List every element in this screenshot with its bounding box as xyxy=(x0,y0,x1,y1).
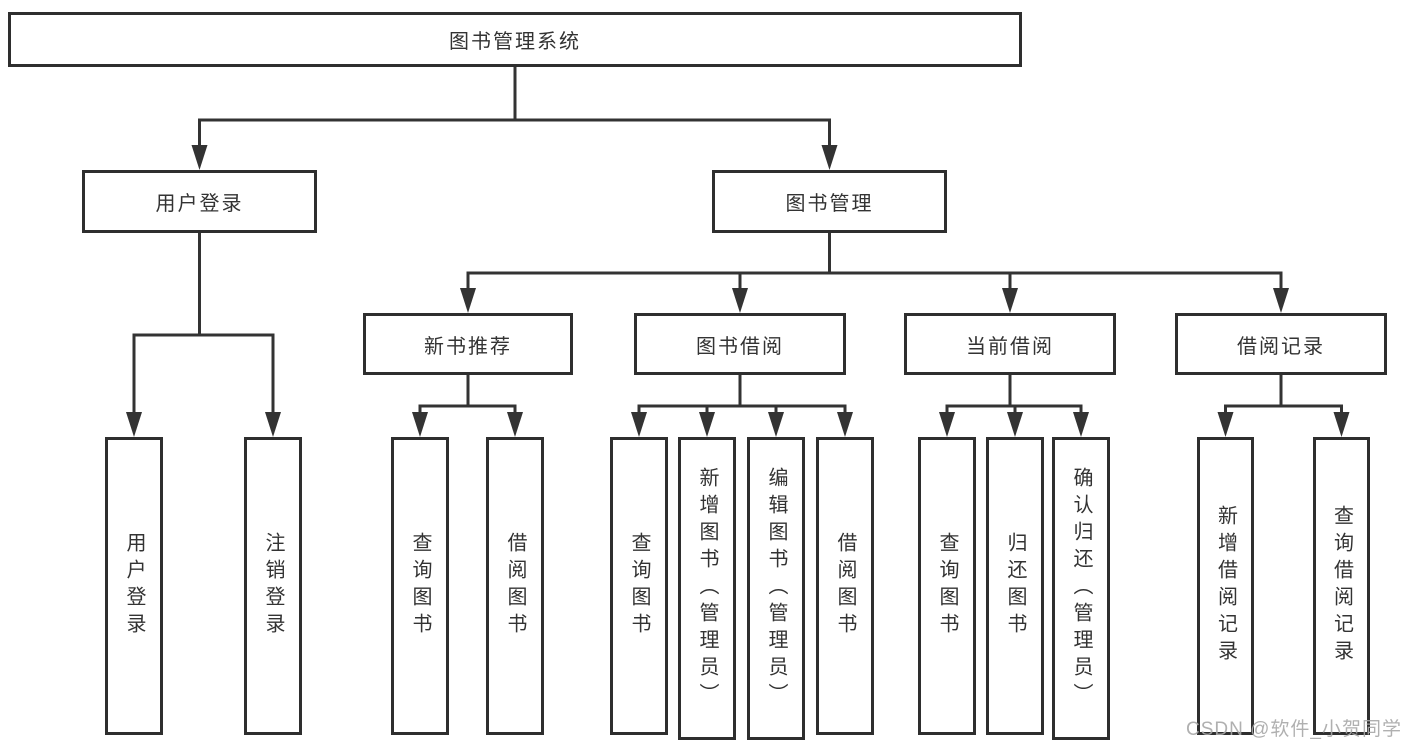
node-nbr-query: 查询图书 xyxy=(391,437,449,735)
node-label: 编辑图书（管理员） xyxy=(765,467,787,710)
node-br-query: 查询借阅记录 xyxy=(1313,437,1370,735)
node-label: 图书借阅 xyxy=(696,335,784,358)
arrow-down-icon xyxy=(1273,288,1289,313)
arrow-down-icon xyxy=(460,288,476,313)
arrow-down-icon xyxy=(732,288,748,313)
node-label: 新书推荐 xyxy=(424,335,512,358)
node-label: 注销登录 xyxy=(262,532,284,640)
node-label: 当前借阅 xyxy=(966,335,1054,358)
arrow-down-icon xyxy=(1333,412,1350,437)
node-label: 借阅图书 xyxy=(504,532,526,640)
node-root: 图书管理系统 xyxy=(8,12,1022,67)
arrow-down-icon xyxy=(126,412,142,437)
arrow-down-icon xyxy=(768,412,784,437)
arrow-down-icon xyxy=(699,412,715,437)
node-cb-confirm: 确认归还（管理员） xyxy=(1052,437,1110,740)
arrow-down-icon xyxy=(1002,288,1018,313)
arrow-down-icon xyxy=(412,412,428,437)
node-label: 确认归还（管理员） xyxy=(1070,467,1092,710)
node-label: 图书管理 xyxy=(785,193,874,215)
node-bb-borrow: 借阅图书 xyxy=(816,437,874,735)
node-leaf-login: 用户登录 xyxy=(105,437,163,735)
node-bb-query: 查询图书 xyxy=(610,437,668,735)
node-label: 新增图书（管理员） xyxy=(696,467,718,710)
node-label: 图书管理系统 xyxy=(449,31,581,53)
node-label: 查询图书 xyxy=(628,532,650,640)
arrow-down-icon xyxy=(1217,412,1234,437)
arrow-down-icon xyxy=(631,412,647,437)
node-cb-return: 归还图书 xyxy=(986,437,1044,735)
arrow-down-icon xyxy=(1073,412,1089,437)
node-book-mgmt: 图书管理 xyxy=(712,170,947,233)
node-label: 归还图书 xyxy=(1004,532,1026,640)
arrow-down-icon xyxy=(837,412,853,437)
node-book-borrow: 图书借阅 xyxy=(634,313,846,375)
arrow-down-icon xyxy=(265,412,281,437)
node-bb-add: 新增图书（管理员） xyxy=(678,437,736,740)
node-label: 用户登录 xyxy=(155,193,244,215)
node-nbr-borrow: 借阅图书 xyxy=(486,437,544,735)
node-cb-query: 查询图书 xyxy=(918,437,976,735)
node-label: 新增借阅记录 xyxy=(1214,505,1237,667)
node-label: 借阅记录 xyxy=(1237,335,1325,358)
node-bb-edit: 编辑图书（管理员） xyxy=(747,437,805,740)
node-label: 查询借阅记录 xyxy=(1330,505,1353,667)
node-label: 查询图书 xyxy=(936,532,958,640)
node-label: 借阅图书 xyxy=(834,532,856,640)
node-label: 查询图书 xyxy=(409,532,431,640)
node-borrow-record: 借阅记录 xyxy=(1175,313,1387,375)
arrow-down-icon xyxy=(821,145,838,170)
node-br-add: 新增借阅记录 xyxy=(1197,437,1254,735)
node-user-login: 用户登录 xyxy=(82,170,317,233)
arrow-down-icon xyxy=(1007,412,1023,437)
arrow-down-icon xyxy=(191,145,208,170)
arrow-down-icon xyxy=(507,412,523,437)
arrow-down-icon xyxy=(939,412,955,437)
watermark: CSDN @软件_小贺同学 xyxy=(1186,719,1402,740)
node-current-borrow: 当前借阅 xyxy=(904,313,1116,375)
node-leaf-logout: 注销登录 xyxy=(244,437,302,735)
node-new-book-rec: 新书推荐 xyxy=(363,313,573,375)
node-label: 用户登录 xyxy=(123,532,145,640)
